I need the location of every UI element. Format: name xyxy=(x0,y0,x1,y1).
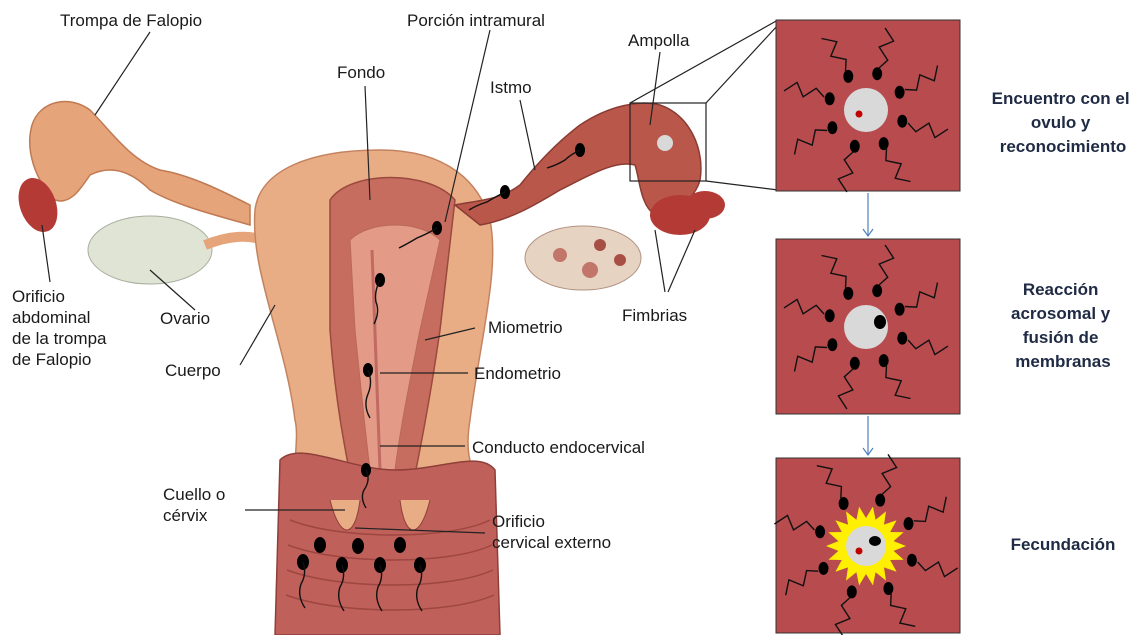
stage-panel-2 xyxy=(776,239,960,414)
label-trompa: Trompa de Falopio xyxy=(60,11,202,30)
sperm-head xyxy=(883,582,893,595)
sperm-head xyxy=(815,525,825,538)
ovum-in-ampulla xyxy=(657,135,673,151)
sperm-head xyxy=(850,357,860,370)
sperm-head xyxy=(872,67,882,80)
stage-caption-3: Fecundación xyxy=(1011,535,1116,554)
cervix xyxy=(275,453,500,635)
label-fimbrias: Fimbrias xyxy=(622,306,687,325)
sperm-head xyxy=(819,562,829,575)
left-fallopian-tube xyxy=(30,102,250,225)
label-orificio-abdominal: Orificio abdominal de la trompa de Falop… xyxy=(12,287,111,369)
sperm-head xyxy=(825,309,835,322)
label-conducto-endocervical: Conducto endocervical xyxy=(472,438,645,457)
sperm-head xyxy=(897,332,907,345)
nucleus-1 xyxy=(856,111,863,118)
sperm-head xyxy=(879,354,889,367)
sperm-head xyxy=(843,287,853,300)
sperm-head xyxy=(904,517,914,530)
sperm-head xyxy=(825,92,835,105)
sperm-head xyxy=(850,140,860,153)
stage-captions: Encuentro con el ovulo y reconocimiento … xyxy=(992,89,1135,554)
sperm-head xyxy=(827,121,837,134)
sperm-head xyxy=(895,86,905,99)
label-orificio-cervical: Orificio cervical externo xyxy=(492,512,611,552)
nucleus-3 xyxy=(856,548,863,555)
fused-sperm-3 xyxy=(869,536,881,546)
label-porcion-intramural: Porción intramural xyxy=(407,11,545,30)
label-ampolla: Ampolla xyxy=(628,31,690,50)
label-fondo: Fondo xyxy=(337,63,385,82)
label-ovario: Ovario xyxy=(160,309,210,328)
uterus-illustration xyxy=(12,20,778,635)
sperm-head xyxy=(839,497,849,510)
left-ovary xyxy=(88,216,212,284)
sperm-head xyxy=(875,494,885,507)
stage-panel-3 xyxy=(774,454,960,635)
sperm-head xyxy=(895,303,905,316)
label-istmo: Istmo xyxy=(490,78,532,97)
label-cuello: Cuello o cérvix xyxy=(163,485,230,525)
stage-caption-2: Reacción acrosomal y fusión de membranas xyxy=(1011,280,1115,371)
sperm-head xyxy=(827,338,837,351)
label-endometrio: Endometrio xyxy=(474,364,561,383)
sperm-head xyxy=(872,284,882,297)
sperm-head xyxy=(843,70,853,83)
sperm-head xyxy=(847,585,857,598)
ovum-3 xyxy=(846,526,886,566)
stage-panel-1 xyxy=(776,20,960,192)
sperm-head xyxy=(897,115,907,128)
stage-caption-1: Encuentro con el ovulo y reconocimiento xyxy=(992,89,1135,156)
sperm-head xyxy=(907,554,917,567)
label-cuerpo: Cuerpo xyxy=(165,361,221,380)
sperm-head xyxy=(879,137,889,150)
fusing-sperm-2 xyxy=(874,315,886,329)
label-miometrio: Miometrio xyxy=(488,318,563,337)
ovum-1 xyxy=(844,88,888,132)
